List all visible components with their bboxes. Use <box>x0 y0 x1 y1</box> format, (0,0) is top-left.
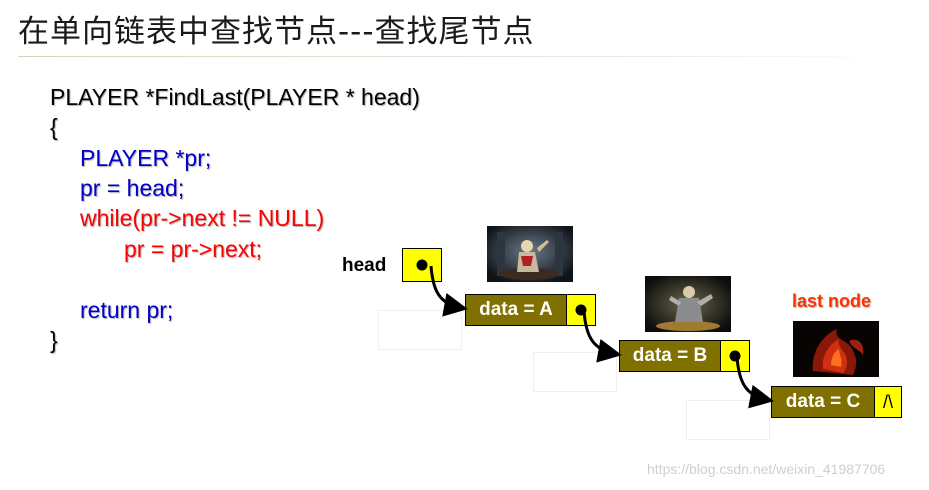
node-b-image <box>645 276 731 332</box>
node-c-data: data = C <box>772 387 875 417</box>
ghost-box <box>533 352 617 392</box>
title-underline <box>18 56 903 57</box>
head-pointer-dot <box>416 259 428 271</box>
ghost-box <box>686 400 770 440</box>
node-b-next-dot <box>729 350 741 362</box>
code-line-6: pr = pr->next; <box>124 236 263 262</box>
code-line-4: pr = head; <box>80 175 185 201</box>
head-label: head <box>342 255 387 276</box>
arrow-b-to-c <box>735 356 774 409</box>
code-line-5: while(pr->next != NULL) <box>80 205 325 231</box>
node-a-next-dot <box>575 304 587 316</box>
node-b: data = B <box>619 340 750 372</box>
node-a-image <box>487 226 573 282</box>
null-pointer-symbol: /\ <box>875 387 901 417</box>
code-line-1: PLAYER *FindLast(PLAYER * head) <box>50 84 420 110</box>
node-a-next <box>567 295 595 325</box>
node-a-data: data = A <box>466 295 567 325</box>
code-line-3: PLAYER *pr; <box>80 145 212 171</box>
last-node-label: last node <box>792 291 872 311</box>
node-a: data = A <box>465 294 596 326</box>
node-b-next <box>721 341 749 371</box>
arrow-head-to-a <box>429 265 468 317</box>
head-pointer-box <box>402 248 442 282</box>
node-c: data = C /\ <box>771 386 902 418</box>
code-line-9: } <box>50 327 58 353</box>
code-line-8: return pr; <box>80 297 174 323</box>
arrow-a-to-b <box>582 310 622 363</box>
watermark: https://blog.csdn.net/weixin_41987706 <box>647 461 886 477</box>
slide-title: 在单向链表中查找节点---查找尾节点 <box>18 14 535 50</box>
node-c-image <box>793 321 879 377</box>
ghost-box <box>378 310 462 350</box>
node-b-data: data = B <box>620 341 721 371</box>
code-line-2: { <box>50 114 58 140</box>
